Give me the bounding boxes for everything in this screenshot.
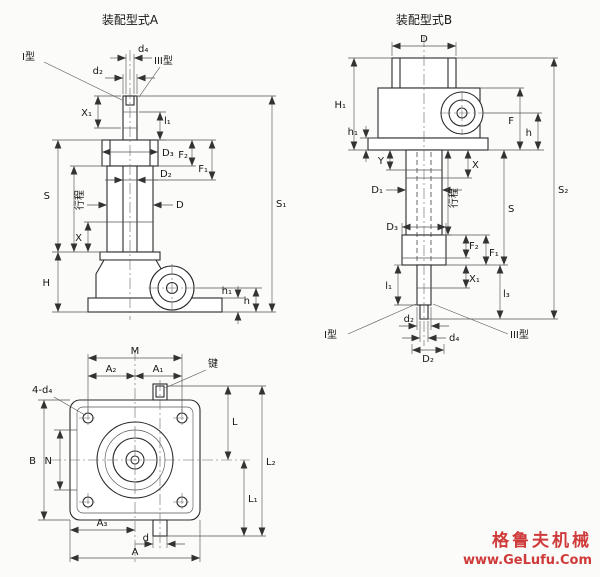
view-a: 装配型式A [22, 13, 286, 324]
dim-plan-A3: A₃ [97, 518, 108, 529]
dim-b-l3: l₃ [503, 289, 510, 300]
dim-b-h: h [526, 128, 532, 139]
label-a-type-iii: III型 [154, 54, 173, 67]
dim-b-F2: F₂ [469, 241, 479, 252]
view-b: 装配型式B [324, 13, 568, 365]
watermark-url: www.GeLufu.Com [463, 553, 592, 568]
dim-a-D3: D₃ [162, 148, 174, 159]
dim-plan-A: A [132, 547, 139, 558]
plan-view: M A₂ A₁ 键 4-d₄ B N L L₁ [29, 346, 276, 562]
dim-b-h1: h₁ [348, 127, 358, 138]
dim-b-D1: D₁ [371, 185, 383, 196]
dim-a-x1: X₁ [81, 108, 92, 119]
dim-b-F: F [508, 116, 514, 127]
dim-a-D2: D₂ [160, 169, 172, 180]
dim-b-d2: d₂ [404, 314, 414, 325]
label-plan-holes: 4-d₄ [32, 385, 52, 396]
dim-b-X1: X₁ [469, 274, 480, 285]
dim-a-F2: F₂ [178, 150, 188, 161]
dim-plan-A1: A₁ [153, 364, 164, 375]
watermark-brand: 格鲁夫机械 [492, 530, 592, 551]
dim-a-D: D [176, 200, 184, 211]
view-b-dimensions: D H₁ h₁ F h Y X [324, 34, 568, 365]
dim-a-d2: d₂ [93, 66, 103, 77]
label-b-type-iii: III型 [510, 328, 529, 341]
dim-b-X: X [472, 160, 479, 171]
label-a-type-i: I型 [22, 50, 35, 63]
view-a-title: 装配型式A [102, 13, 159, 27]
dim-a-h1: h₁ [222, 286, 232, 297]
dim-a-S: S [44, 191, 50, 202]
view-a-geometry [87, 50, 223, 320]
view-b-geometry [367, 36, 489, 346]
plan-geometry [50, 350, 250, 562]
dim-b-l1: l₁ [385, 281, 392, 292]
dim-b-D3: D₃ [386, 222, 398, 233]
dim-a-d4: d₄ [138, 44, 148, 55]
dim-b-S: S [508, 204, 514, 215]
dim-a-stroke: 行程 [73, 190, 86, 210]
dim-b-D: D [420, 34, 428, 45]
label-b-type-i: I型 [324, 328, 337, 341]
dim-a-H: H [42, 278, 50, 289]
dim-b-d4: d₄ [449, 333, 459, 344]
dim-a-X: X [75, 233, 82, 244]
dim-a-F1: F₁ [198, 164, 208, 175]
dim-plan-B: B [29, 456, 36, 467]
dim-b-stroke: 行程 [447, 188, 460, 208]
dim-a-S1: S₁ [276, 199, 286, 210]
dim-b-D2: D₂ [422, 354, 434, 365]
dim-b-F1: F₁ [489, 248, 499, 259]
view-b-title: 装配型式B [396, 13, 452, 27]
dim-b-S2: S₂ [558, 185, 568, 196]
label-plan-key: 键 [208, 357, 218, 370]
dim-plan-A2: A₂ [106, 364, 117, 375]
dim-plan-L: L [232, 417, 238, 428]
watermark: 格鲁夫机械 www.GeLufu.Com [463, 530, 592, 568]
dim-b-Y: Y [377, 156, 385, 167]
dim-plan-L2: L₂ [266, 457, 276, 468]
plan-dimensions: M A₂ A₁ 键 4-d₄ B N L L₁ [29, 346, 276, 562]
view-a-dimensions: d₄ d₂ I型 III型 X₁ l₁ D₃ [22, 44, 286, 324]
dim-a-h: h [244, 296, 250, 307]
dim-b-H1: H₁ [334, 100, 346, 111]
dim-plan-L1: L₁ [248, 494, 258, 505]
dim-plan-d: d [143, 533, 149, 544]
dim-plan-N: N [45, 456, 52, 467]
dim-a-l1: l₁ [164, 116, 171, 127]
dim-plan-M: M [131, 346, 140, 357]
